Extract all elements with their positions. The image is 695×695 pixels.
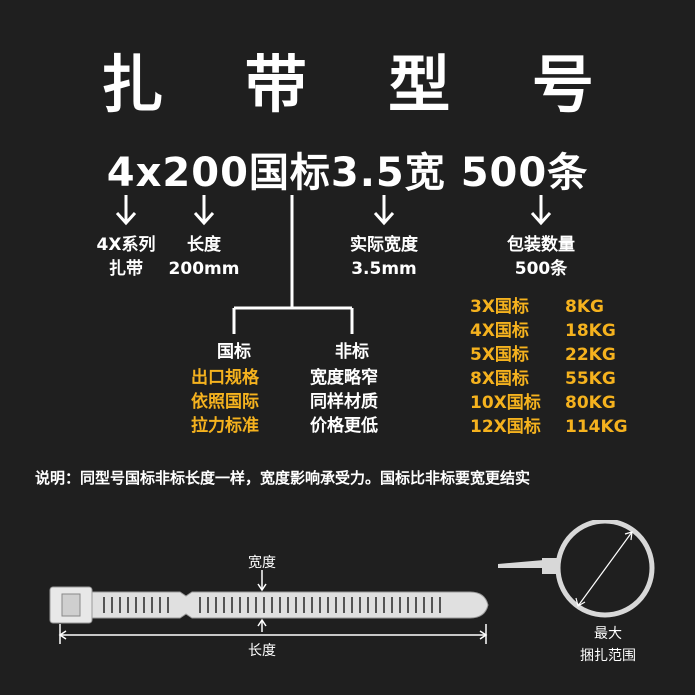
length-label-line1: 长度 [187,235,221,255]
national-list: 出口规格 依照国际 拉力标准 [191,366,259,438]
national-item: 拉力标准 [191,416,259,436]
non-national-item: 宽度略窄 [310,368,378,388]
bundle-range-icon [498,520,655,618]
width-label: 实际宽度 3.5mm [326,233,442,281]
qty-label: 包装数量 500条 [488,233,594,281]
model-code: 4x200国标3.5宽 500条 [106,150,589,196]
non-national-heading: 非标 [335,342,369,362]
spec-force: 55KG [565,369,616,389]
length-label-line2: 200mm [168,259,240,279]
length-marker [58,624,488,644]
national-item: 出口规格 [191,368,259,388]
spec-row: 3X国标 8KG [470,295,628,319]
non-national-item: 同样材质 [310,392,378,412]
series-label-line2: 扎带 [109,259,143,279]
tensile-spec-table: 3X国标 8KG 4X国标 18KG 5X国标 22KG 8X国标 55KG 10X国标… [470,295,628,439]
series-label-line1: 4X系列 [96,235,156,255]
length-label: 长度 200mm [156,233,252,281]
non-national-item: 价格更低 [310,416,378,436]
spec-type: 12X国标 [470,417,541,437]
width-label-line2: 3.5mm [351,259,417,279]
cable-tie-strap [49,586,489,624]
spec-force: 80KG [565,393,616,413]
cable-tie-diagram: 宽度 长度 最大 捆扎范围 [49,520,655,664]
spec-type: 8X国标 [470,369,529,389]
spec-force: 8KG [565,297,604,317]
spec-row: 10X国标 80KG [470,391,628,415]
national-heading: 国标 [217,342,251,362]
width-marker [257,570,267,632]
description-note: 说明：同型号国标非标长度一样，宽度影响承受力。国标比非标要宽更结实 [35,469,531,487]
width-marker-label: 宽度 [248,554,276,571]
non-national-list: 宽度略窄 同样材质 价格更低 [310,366,378,438]
spec-row: 5X国标 22KG [470,343,628,367]
length-marker-label: 长度 [248,643,276,659]
spec-type: 4X国标 [470,321,529,341]
spec-row: 8X国标 55KG [470,367,628,391]
spec-row: 4X国标 18KG [470,319,628,343]
qty-label-line1: 包装数量 [507,235,575,255]
spec-type: 10X国标 [470,393,541,413]
width-label-line1: 实际宽度 [350,235,418,255]
spec-force: 22KG [565,345,616,365]
spec-force: 18KG [565,321,616,341]
national-item: 依照国际 [191,392,259,412]
spec-row: 12X国标 114KG [470,415,628,439]
spec-type: 3X国标 [470,297,529,317]
page-title: 扎 带 型 号 [101,48,624,121]
spec-force: 114KG [565,417,628,437]
range-label-line2: 捆扎范围 [580,647,636,664]
series-label: 4X系列 扎带 [78,233,174,281]
spec-type: 5X国标 [470,345,529,365]
qty-label-line2: 500条 [514,259,568,279]
range-label-line1: 最大 [594,626,622,642]
